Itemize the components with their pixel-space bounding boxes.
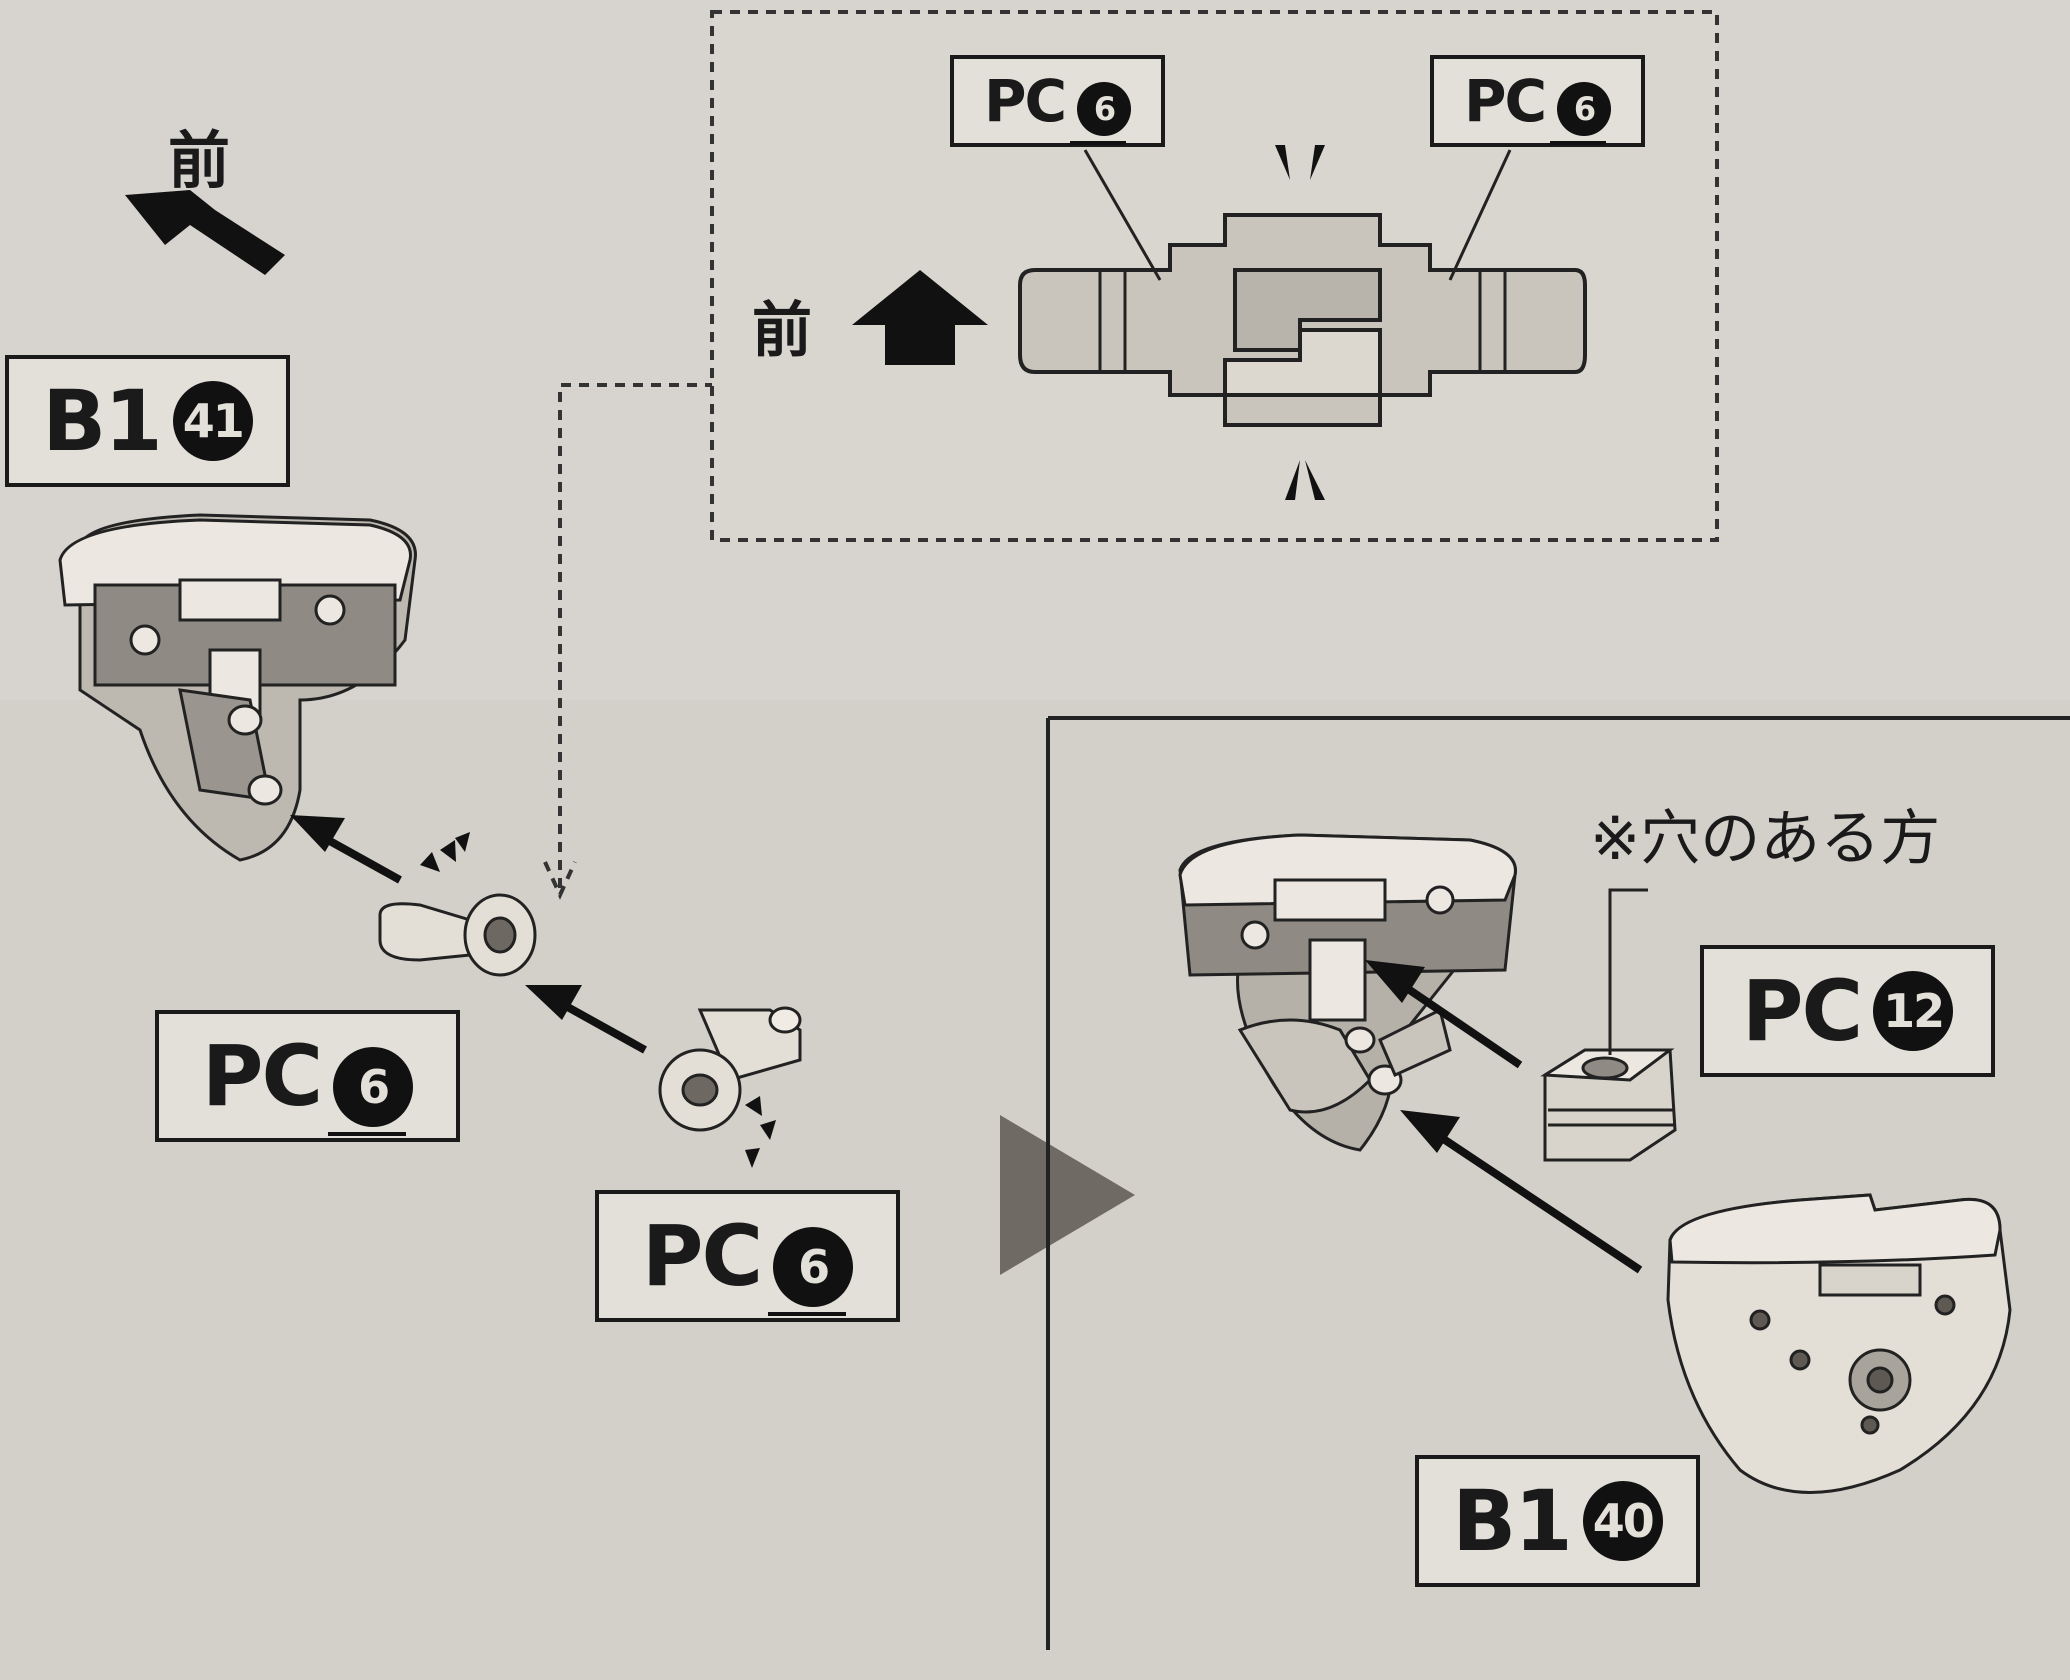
- part-pc12-drawing: [1540, 1048, 1677, 1162]
- part-prefix: PC: [641, 1207, 763, 1305]
- part-b1-40-drawing: [1666, 1193, 2012, 1494]
- part-b1-41-drawing: [58, 513, 417, 862]
- inset-leader-line: [543, 383, 715, 900]
- part-number-badge: 6: [333, 1047, 414, 1127]
- click-mark-icon: [420, 832, 776, 1168]
- underline-mark: 6: [321, 1025, 414, 1136]
- part-number-badge: 6: [773, 1227, 854, 1307]
- right-panel-frame: [1046, 716, 2070, 1650]
- front-direction-arrow-icon: [125, 190, 285, 275]
- right-insert-arrows-icon: [1365, 960, 1643, 1274]
- part-prefix: PC: [201, 1027, 323, 1125]
- part-label-pc6-upper: PC 6: [155, 1010, 460, 1142]
- assembled-b1-41-drawing: [1178, 833, 1517, 1152]
- part-label-pc12: PC 12: [1700, 945, 1995, 1077]
- part-prefix: B1: [1452, 1472, 1572, 1570]
- inset-click-mark-icon: [1275, 145, 1325, 500]
- part-pc6-lower-drawing: [658, 1006, 802, 1132]
- underline-mark: 6: [761, 1205, 854, 1316]
- pc6-leader-lines: [1083, 149, 1512, 281]
- underline-mark: 6: [1065, 66, 1132, 145]
- next-step-arrow-icon: [1000, 1115, 1135, 1275]
- part-label-b1-40: B1 40: [1415, 1455, 1700, 1587]
- part-pc6-upper-drawing: [378, 893, 537, 977]
- part-label-pc6-lower: PC 6: [595, 1190, 900, 1322]
- pc6-cross-section-drawing: [1018, 213, 1587, 427]
- part-prefix: PC: [983, 67, 1067, 135]
- inset-front-arrow-icon: [852, 270, 988, 365]
- part-number-badge: 12: [1873, 971, 1954, 1051]
- part-number-badge: 40: [1582, 1481, 1663, 1561]
- front-direction-label: 前: [168, 124, 231, 197]
- insert-arrow-icon: [290, 815, 647, 1054]
- part-prefix: PC: [1741, 962, 1863, 1060]
- part-number-badge: 6: [1077, 82, 1132, 136]
- inset-part-label-pc6-left: PC 6: [950, 55, 1165, 147]
- part-prefix: PC: [1463, 67, 1547, 135]
- part-label-b1-41: B1 41: [5, 355, 290, 487]
- inset-part-label-pc6-right: PC 6: [1430, 55, 1645, 147]
- part-number-badge: 6: [1557, 82, 1612, 136]
- inset-front-direction-label: 前: [752, 296, 812, 366]
- part-number-badge: 41: [172, 381, 253, 461]
- underline-mark: 6: [1545, 66, 1612, 145]
- part-prefix: B1: [42, 372, 162, 470]
- note-leader-line: [1608, 888, 1648, 1055]
- hole-side-note: ※穴のある方: [1590, 804, 1941, 874]
